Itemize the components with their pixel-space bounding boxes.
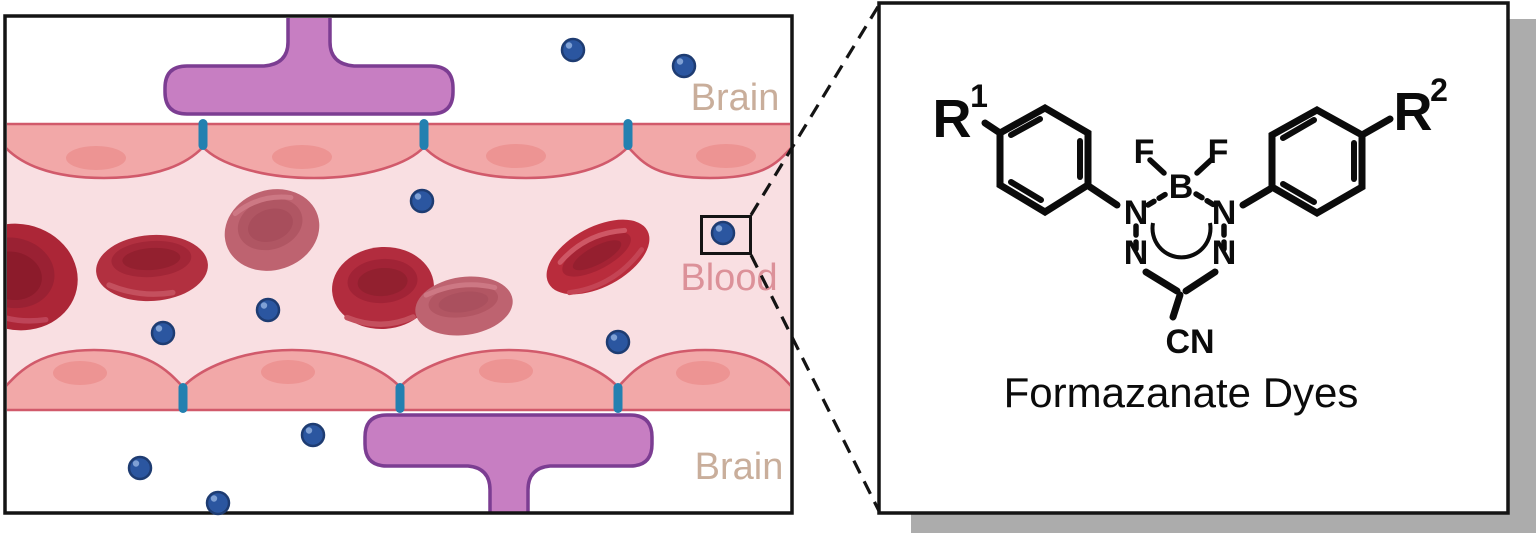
cell-nucleus bbox=[66, 146, 126, 170]
dye-molecule-dot bbox=[255, 297, 281, 323]
atom-nitrogen-upper-left: N bbox=[1124, 194, 1149, 232]
dye-molecule-dot bbox=[409, 188, 435, 214]
bond-b-f-left bbox=[1147, 157, 1167, 176]
dye-molecule-dot-highlighted bbox=[710, 220, 736, 246]
r1-label: R bbox=[933, 89, 972, 149]
callout-dashed-line-bottom bbox=[749, 254, 881, 512]
red-blood-cell bbox=[332, 246, 434, 330]
cell-nucleus bbox=[479, 359, 533, 383]
dye-molecule-dot bbox=[127, 455, 153, 481]
atom-nitrogen-lower-left: N bbox=[1124, 234, 1149, 272]
dye-molecule-dot bbox=[205, 490, 231, 516]
formazanate-structure: F F B N N N N CN R 1 R 2 Formazanate Dye… bbox=[933, 72, 1448, 416]
r2-superscript: 2 bbox=[1430, 72, 1448, 108]
tight-junction bbox=[419, 119, 429, 150]
cell-nucleus bbox=[486, 144, 546, 168]
label-brain-bottom: Brain bbox=[695, 446, 784, 488]
tight-junction bbox=[198, 119, 208, 150]
nuclei-top bbox=[66, 144, 756, 170]
dye-molecule-dot bbox=[605, 329, 631, 355]
molecule-caption: Formazanate Dyes bbox=[1004, 369, 1359, 416]
atom-fluorine-right: F bbox=[1208, 133, 1229, 171]
red-blood-cell bbox=[224, 189, 320, 271]
cell-nucleus bbox=[272, 145, 332, 169]
r2-label: R bbox=[1394, 82, 1433, 142]
tight-junctions-bottom bbox=[178, 383, 623, 413]
cell-nucleus bbox=[53, 361, 107, 385]
bond-n-b-right bbox=[1193, 191, 1217, 208]
molecule-panel bbox=[877, 1, 1510, 515]
dye-molecule-dot bbox=[560, 37, 586, 63]
tight-junction bbox=[623, 119, 633, 150]
dye-molecule-dot bbox=[300, 422, 326, 448]
bond-c-cn bbox=[1169, 291, 1184, 321]
nuclei-bottom bbox=[53, 359, 730, 385]
tight-junction bbox=[613, 383, 623, 413]
tight-junction bbox=[395, 383, 405, 413]
atom-nitrogen-lower-right: N bbox=[1212, 234, 1237, 272]
r1-superscript: 1 bbox=[970, 78, 988, 114]
atom-fluorine-left: F bbox=[1134, 133, 1155, 171]
delocalization-arc bbox=[1150, 222, 1213, 260]
bond-n-c-right bbox=[1182, 268, 1219, 295]
dye-molecules bbox=[127, 37, 736, 516]
bond-n-c-left bbox=[1142, 268, 1181, 295]
tight-junctions-top bbox=[198, 119, 633, 150]
red-blood-cell bbox=[546, 219, 650, 296]
cyano-group-label: CN bbox=[1165, 323, 1214, 361]
red-blood-cell bbox=[415, 276, 513, 336]
dye-molecule-dot bbox=[150, 320, 176, 346]
cell-nucleus bbox=[696, 144, 756, 168]
bond-ring-n-left bbox=[1086, 183, 1121, 209]
label-brain-top: Brain bbox=[691, 77, 780, 119]
blood-vessel-panel-border bbox=[3, 14, 794, 515]
red-blood-cell bbox=[7, 223, 78, 331]
cell-nucleus bbox=[261, 360, 315, 384]
atom-nitrogen-upper-right: N bbox=[1212, 194, 1237, 232]
atom-boron: B bbox=[1169, 168, 1194, 206]
bond-n-b-left bbox=[1145, 191, 1169, 208]
dye-molecule-dot bbox=[671, 53, 697, 79]
bond-r1-ring bbox=[981, 119, 1004, 137]
astrocyte-endfoot-bottom bbox=[363, 413, 654, 512]
callout-box bbox=[700, 215, 752, 255]
astrocyte-endfoot-top bbox=[163, 18, 455, 116]
tight-junction bbox=[178, 383, 188, 413]
bond-ring-n-right bbox=[1239, 185, 1274, 209]
bond-r2-ring bbox=[1358, 115, 1394, 139]
red-blood-cell bbox=[96, 234, 208, 302]
cell-nucleus bbox=[676, 361, 730, 385]
callout-dashed-line-top bbox=[749, 4, 881, 216]
bond-b-f-right bbox=[1194, 157, 1214, 176]
